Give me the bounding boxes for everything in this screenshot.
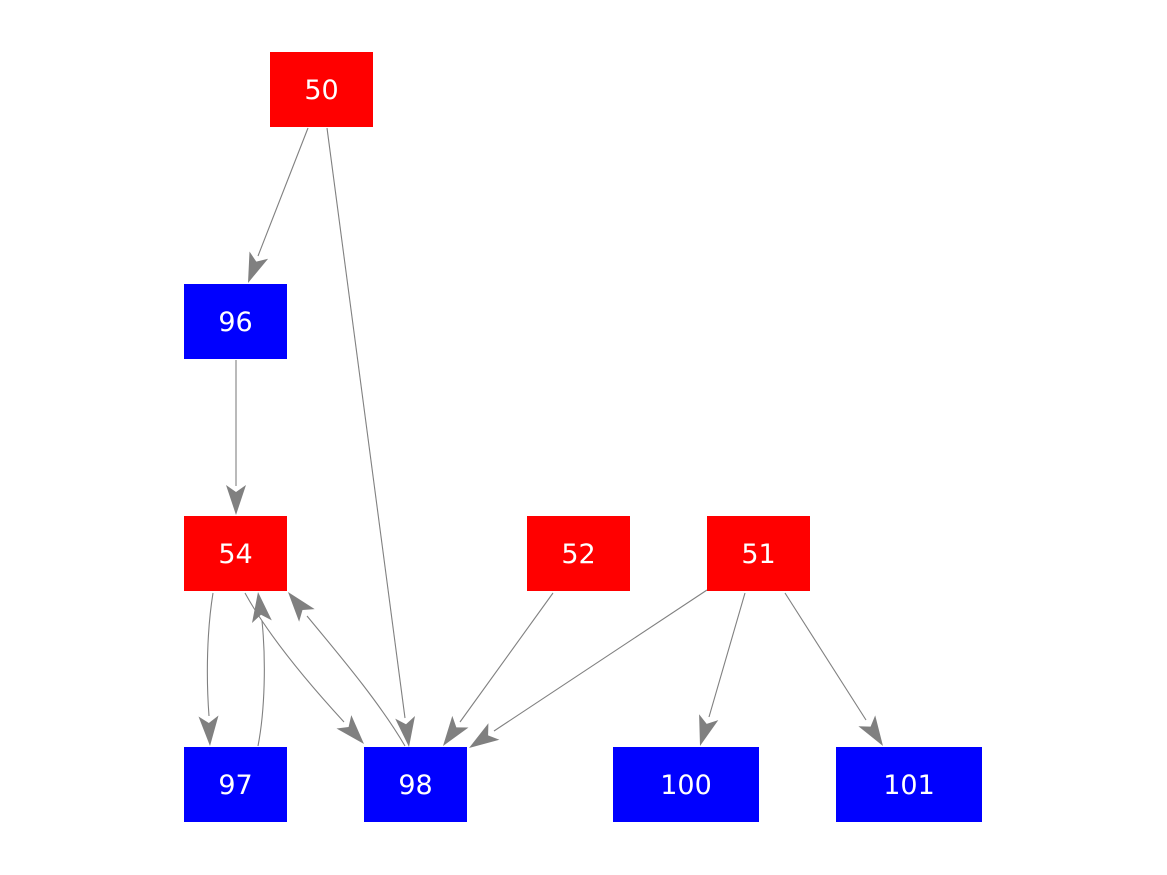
arrowhead-icon — [288, 592, 315, 622]
edge-50-to-98 — [326, 127, 415, 747]
arrowhead-icon — [198, 715, 219, 746]
edge-line — [459, 592, 554, 723]
edge-51-to-100 — [699, 592, 746, 746]
node-box — [270, 52, 373, 127]
node-label: 97 — [218, 770, 252, 801]
node-101: 101 — [836, 747, 982, 822]
arrowhead-icon — [252, 592, 272, 623]
arrowhead-icon — [699, 714, 719, 746]
arrowhead-icon — [226, 485, 246, 515]
node-box — [184, 747, 287, 822]
edge-line — [244, 592, 345, 723]
node-box — [836, 747, 982, 822]
node-54: 54 — [184, 516, 287, 591]
node-box — [184, 516, 287, 591]
edge-line — [257, 127, 309, 257]
node-100: 100 — [613, 747, 759, 822]
edge-line — [326, 127, 406, 719]
node-label: 100 — [660, 770, 712, 801]
node-50: 50 — [270, 52, 373, 127]
edge-98-to-54 — [288, 592, 406, 747]
edge-51-to-101 — [784, 592, 883, 746]
node-51: 51 — [707, 516, 810, 591]
edge-line — [306, 615, 406, 747]
node-97: 97 — [184, 747, 287, 822]
node-label: 101 — [883, 770, 935, 801]
node-label: 96 — [218, 307, 252, 338]
node-label: 51 — [741, 539, 775, 570]
edge-97-to-54 — [252, 592, 272, 747]
node-box — [527, 516, 630, 591]
node-box — [184, 284, 287, 359]
node-box — [707, 516, 810, 591]
arrowhead-icon — [248, 251, 269, 283]
node-label: 50 — [304, 75, 338, 106]
edge-line — [206, 592, 214, 717]
node-96: 96 — [184, 284, 287, 359]
edge-96-to-54 — [226, 360, 246, 515]
node-box — [364, 747, 467, 822]
node-label: 54 — [218, 539, 252, 570]
edge-line — [493, 589, 708, 732]
arrowhead-icon — [469, 723, 500, 748]
edge-line — [784, 592, 867, 721]
arrowhead-icon — [443, 715, 469, 746]
edge-50-to-96 — [248, 127, 309, 283]
arrowhead-icon — [858, 715, 883, 746]
arrowhead-icon — [395, 716, 415, 747]
node-52: 52 — [527, 516, 630, 591]
edge-54-to-98 — [244, 592, 364, 744]
nodes-layer: 50 96 54 52 51 97 98 100 101 — [184, 52, 982, 822]
node-98: 98 — [364, 747, 467, 822]
node-label: 52 — [561, 539, 595, 570]
edge-52-to-98 — [443, 592, 554, 746]
edge-51-to-98 — [469, 589, 708, 748]
edge-line — [708, 592, 746, 718]
node-box — [613, 747, 759, 822]
edge-line — [257, 620, 265, 747]
node-label: 98 — [398, 770, 432, 801]
edges-layer — [198, 127, 883, 748]
arrowhead-icon — [336, 715, 364, 744]
edge-54-to-97 — [198, 592, 219, 746]
